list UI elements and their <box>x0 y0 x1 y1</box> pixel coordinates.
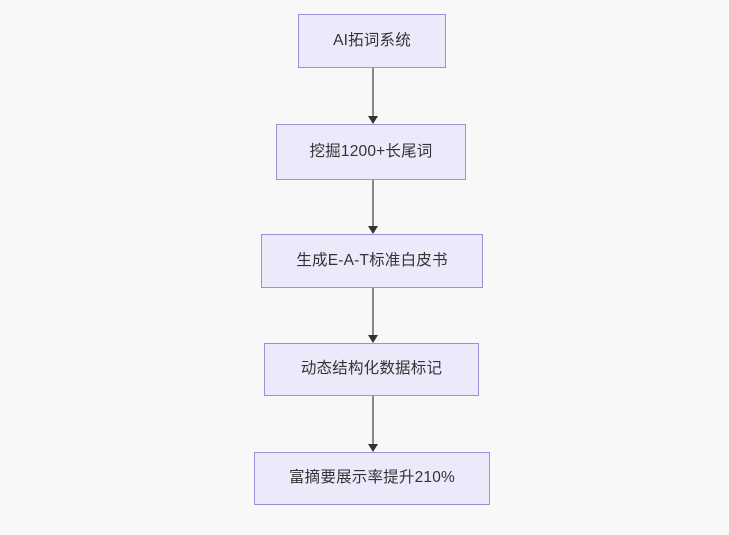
flow-node-mine-longtail-keywords[interactable]: 挖掘1200+长尾词 <box>276 124 466 180</box>
arrowhead-icon <box>368 116 378 124</box>
edge-line <box>372 288 374 336</box>
flow-node-label: 挖掘1200+长尾词 <box>309 142 433 160</box>
flow-node-label: 生成E-A-T标准白皮书 <box>296 251 448 269</box>
flow-node-ai-keyword-system[interactable]: AI拓词系统 <box>298 14 446 68</box>
flow-node-dynamic-structured-data-markup[interactable]: 动态结构化数据标记 <box>264 343 479 396</box>
edge-line <box>372 180 374 227</box>
arrowhead-icon <box>368 226 378 234</box>
flow-node-label: 动态结构化数据标记 <box>300 360 443 378</box>
arrowhead-icon <box>368 444 378 452</box>
flow-node-rich-snippet-impression-uplift[interactable]: 富摘要展示率提升210% <box>254 452 490 505</box>
edge-line <box>372 396 374 445</box>
flow-node-label: 富摘要展示率提升210% <box>288 469 456 487</box>
flow-node-label: AI拓词系统 <box>333 31 411 49</box>
flow-node-generate-eat-whitepaper[interactable]: 生成E-A-T标准白皮书 <box>261 234 483 288</box>
edge-line <box>372 68 374 117</box>
arrowhead-icon <box>368 335 378 343</box>
